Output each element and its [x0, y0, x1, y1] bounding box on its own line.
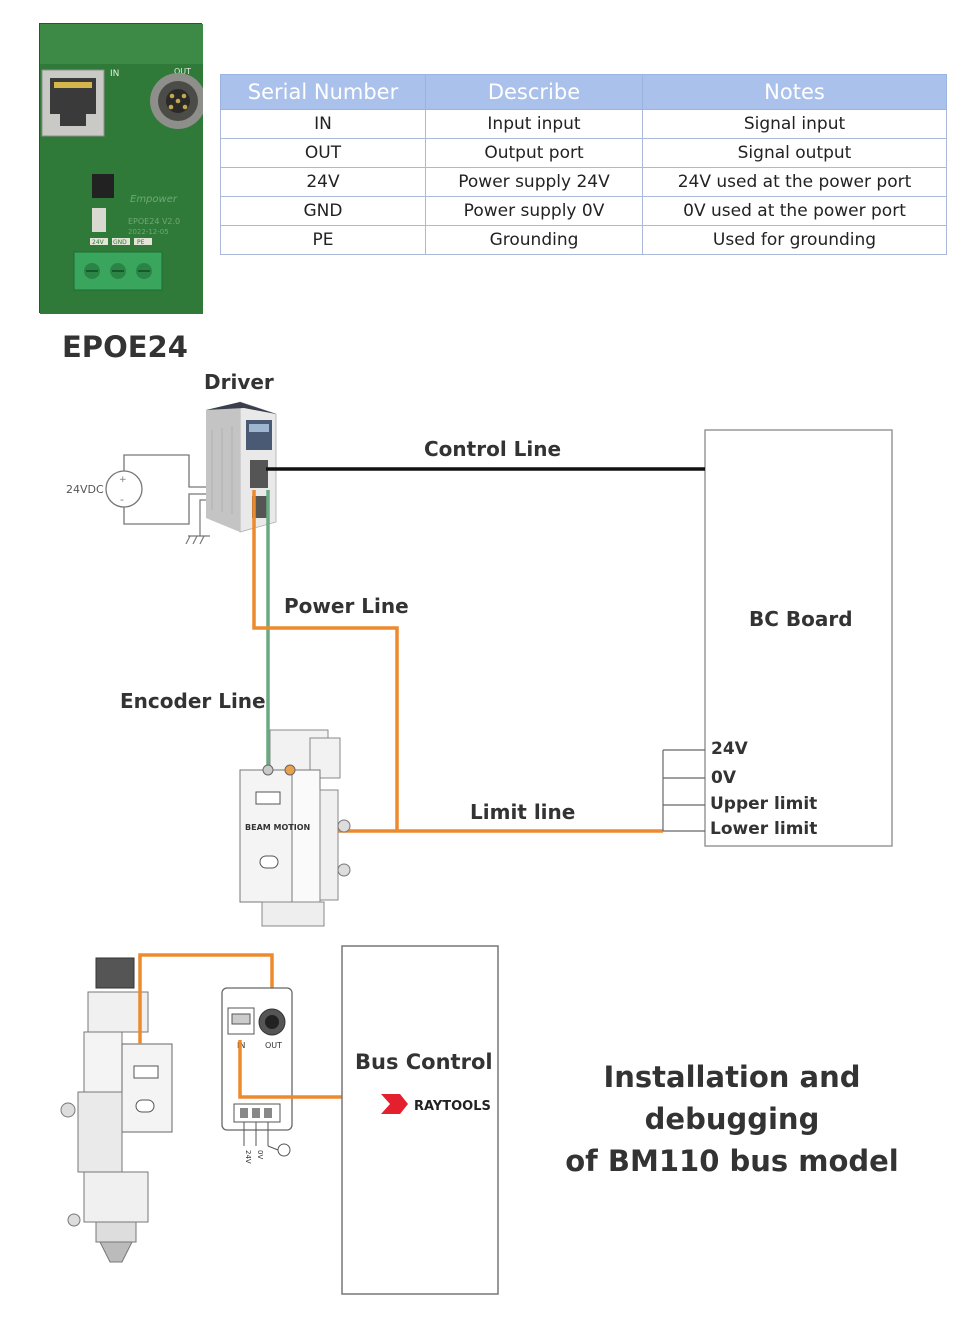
head-signal-wire	[138, 953, 274, 1044]
bc-pin-upper-limit: Upper limit	[710, 794, 818, 814]
m12-connector-icon	[150, 73, 206, 129]
cell-notes: 24V used at the power port	[642, 167, 947, 197]
bc-pin-24v: 24V	[711, 739, 748, 759]
limit-line-label: Limit line	[470, 800, 576, 824]
epoe24-module-icon	[221, 987, 293, 1157]
power-line-wire	[252, 490, 399, 831]
title-line-2: of BM110 bus model	[565, 1144, 899, 1178]
cell-describe: Power supply 24V	[425, 167, 643, 197]
encoder-line-label: Encoder Line	[120, 689, 266, 713]
svg-text:-: -	[120, 493, 124, 506]
control-line-label: Control Line	[424, 437, 562, 461]
ic-chip-icon	[92, 174, 114, 198]
pcb-brand: Empower	[130, 194, 178, 205]
supply-label: 24VDC	[66, 483, 104, 496]
product-label: EPOE24	[62, 330, 188, 364]
epoe24-board-photo: IN OUT Empower EPOE24 V2.0 2022-12-05 24…	[39, 23, 206, 314]
cell-notes: Signal output	[642, 138, 947, 168]
pcb-date: 2022-12-05	[128, 228, 169, 236]
spec-table: Serial Number Describe Notes IN Input in…	[220, 74, 947, 255]
page-title: Installation and debugging of BM110 bus …	[522, 1056, 942, 1182]
svg-text:+: +	[119, 475, 127, 485]
table-row: GND Power supply 0V 0V used at the power…	[220, 196, 947, 226]
header-serial-number: Serial Number	[220, 74, 426, 110]
board-illustration: IN OUT Empower EPOE24 V2.0 2022-12-05 24…	[40, 24, 206, 314]
bc-board-label: BC Board	[749, 607, 853, 631]
header-describe: Describe	[425, 74, 643, 110]
servo-driver-icon	[206, 401, 277, 533]
ethernet-port-icon	[41, 69, 105, 137]
capacitor-icon	[92, 208, 106, 232]
module-terminal-24v: 24V	[244, 1150, 252, 1164]
cell-serial: PE	[220, 225, 426, 255]
pcb-in-label: IN	[110, 69, 119, 79]
cutting-head-icon	[239, 729, 351, 927]
cell-describe: Grounding	[425, 225, 643, 255]
module-bus-wire	[238, 1040, 342, 1099]
pcb-terminal-gnd: GND	[113, 239, 127, 246]
pcb-terminal-pe: PE	[137, 239, 145, 246]
cell-describe: Input input	[425, 109, 643, 139]
raytools-label: RAYTOOLS	[414, 1099, 491, 1114]
cutting-head-2-icon	[60, 957, 173, 1263]
bc-board-box	[704, 429, 893, 847]
bc-pin-lower-limit: Lower limit	[710, 819, 818, 839]
bus-control-box	[341, 945, 499, 1295]
terminal-block-icon	[73, 251, 163, 291]
dc-supply-icon: + -	[105, 454, 207, 525]
raytools-logo-icon	[381, 1094, 408, 1114]
cell-notes: Used for grounding	[642, 225, 947, 255]
power-line-label: Power Line	[284, 594, 409, 618]
title-line-1: Installation and debugging	[603, 1060, 861, 1136]
bc-pin-bracket	[662, 749, 705, 832]
pcb-out-label: OUT	[174, 67, 191, 76]
bus-control-label: Bus Control	[355, 1050, 493, 1074]
cell-notes: 0V used at the power port	[642, 196, 947, 226]
table-row: OUT Output port Signal output	[220, 138, 947, 168]
head-text: BEAM MOTION	[245, 823, 310, 832]
cell-describe: Power supply 0V	[425, 196, 643, 226]
pcb-model: EPOE24 V2.0	[128, 217, 180, 226]
cell-serial: 24V	[220, 167, 426, 197]
pcb-terminal-24v: 24V	[92, 239, 105, 246]
table-row: 24V Power supply 24V 24V used at the pow…	[220, 167, 947, 197]
module-out-label: OUT	[265, 1041, 282, 1050]
table-row: PE Grounding Used for grounding	[220, 225, 947, 255]
bc-pin-0v: 0V	[711, 768, 736, 788]
module-terminal-0v: 0V	[256, 1150, 264, 1159]
driver-label: Driver	[204, 370, 274, 394]
